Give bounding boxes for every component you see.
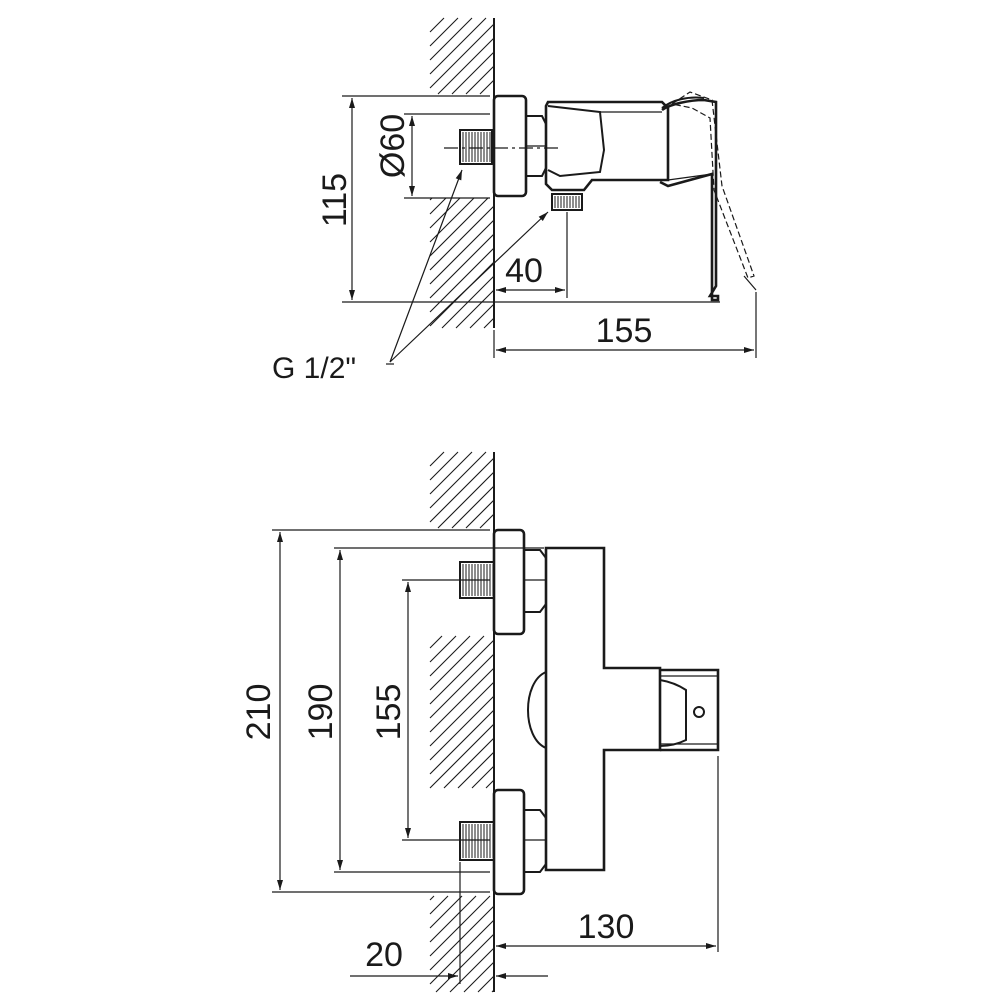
hatch-line: [429, 451, 459, 481]
hatch-line: [429, 919, 495, 985]
handle-front: [660, 668, 720, 752]
hatch-line: [451, 485, 495, 529]
hatch-line: [449, 947, 495, 993]
hatch-line: [429, 17, 473, 61]
dim-115-label: 115: [316, 173, 354, 227]
hatch-line: [429, 233, 495, 299]
hatch-line: [477, 975, 495, 993]
hatch-line: [429, 895, 449, 915]
hatch-line: [429, 709, 495, 775]
hatch-line: [471, 765, 495, 789]
hatch-line: [429, 23, 495, 89]
hatch-line: [429, 635, 443, 649]
hatch-line: [455, 289, 495, 329]
dim-diameter-60-label: Ø60: [374, 114, 412, 178]
hatch-line: [429, 197, 461, 229]
upper-escutcheon: [492, 528, 526, 636]
hatch-line: [429, 681, 495, 747]
hatch-line: [429, 635, 471, 677]
hatch-line: [429, 653, 495, 719]
mixer-body-front: [544, 546, 662, 872]
hatch-line: [457, 751, 495, 789]
hatch-line: [429, 197, 475, 243]
mixer-handle: [659, 98, 720, 302]
escutcheon-flange: [492, 94, 528, 198]
hatch-line: [429, 905, 495, 971]
hatch-line: [429, 17, 445, 33]
hatch-line: [429, 219, 495, 285]
hatch-line: [429, 635, 485, 691]
hatch-line: [435, 933, 495, 993]
hatch-line: [429, 639, 495, 705]
hatch-line: [429, 451, 473, 495]
hatch-line: [429, 451, 445, 467]
hatch-line: [429, 197, 489, 257]
hatch-line: [429, 723, 495, 789]
top-view: 115 Ø60 40 155 G 1/2": [272, 17, 757, 385]
hatch-line: [429, 247, 495, 313]
hatch-line: [479, 79, 495, 95]
dim-210-label: 210: [240, 684, 278, 741]
hatch-line: [429, 205, 495, 271]
dim-190-label: 190: [302, 684, 340, 741]
hatch-line: [429, 695, 495, 761]
lower-nut: [523, 809, 547, 873]
hatch-line: [443, 737, 495, 789]
hatch-line: [465, 65, 495, 95]
hatch-line: [429, 17, 459, 47]
outlet-thread: [551, 193, 583, 211]
hatch-line: [429, 895, 477, 943]
wall-hatch-top: [429, 17, 495, 329]
mixer-body: [544, 100, 670, 192]
dim-155-top-label: 155: [596, 312, 653, 350]
hatch-line: [465, 499, 495, 529]
hatch-line: [479, 513, 495, 529]
wall-hatch-front: [429, 451, 495, 993]
dim-40-label: 40: [505, 252, 543, 290]
hatch-line: [429, 667, 495, 733]
hatch-line: [437, 471, 495, 529]
hatch-line: [469, 303, 495, 329]
hatch-line: [429, 17, 487, 75]
thread-size-label: G 1/2": [272, 352, 356, 385]
upper-nut: [523, 549, 547, 613]
inlet-thread-top: [459, 129, 493, 165]
lower-escutcheon: [492, 788, 526, 896]
hatch-line: [429, 895, 435, 901]
lower-inlet-thread: [459, 821, 495, 861]
hatch-line: [483, 317, 495, 329]
hatch-line: [429, 457, 495, 523]
outlet-bulge: [527, 671, 547, 749]
dim-20-label: 20: [365, 936, 403, 974]
handle-rotation-phantom: [670, 91, 755, 279]
hatch-line: [463, 961, 495, 993]
dim-155-front-label: 155: [370, 684, 408, 741]
dim-130-label: 130: [578, 908, 635, 946]
hatch-line: [429, 635, 457, 663]
hatch-line: [429, 451, 487, 509]
hatch-line: [485, 779, 495, 789]
hatch-line: [429, 895, 463, 929]
handle-screw-hole: [693, 706, 705, 718]
front-view: 210 190 155 20 130: [240, 451, 720, 993]
hatch-line: [451, 51, 495, 95]
hatch-line: [437, 37, 495, 95]
hatch-line: [429, 197, 447, 215]
